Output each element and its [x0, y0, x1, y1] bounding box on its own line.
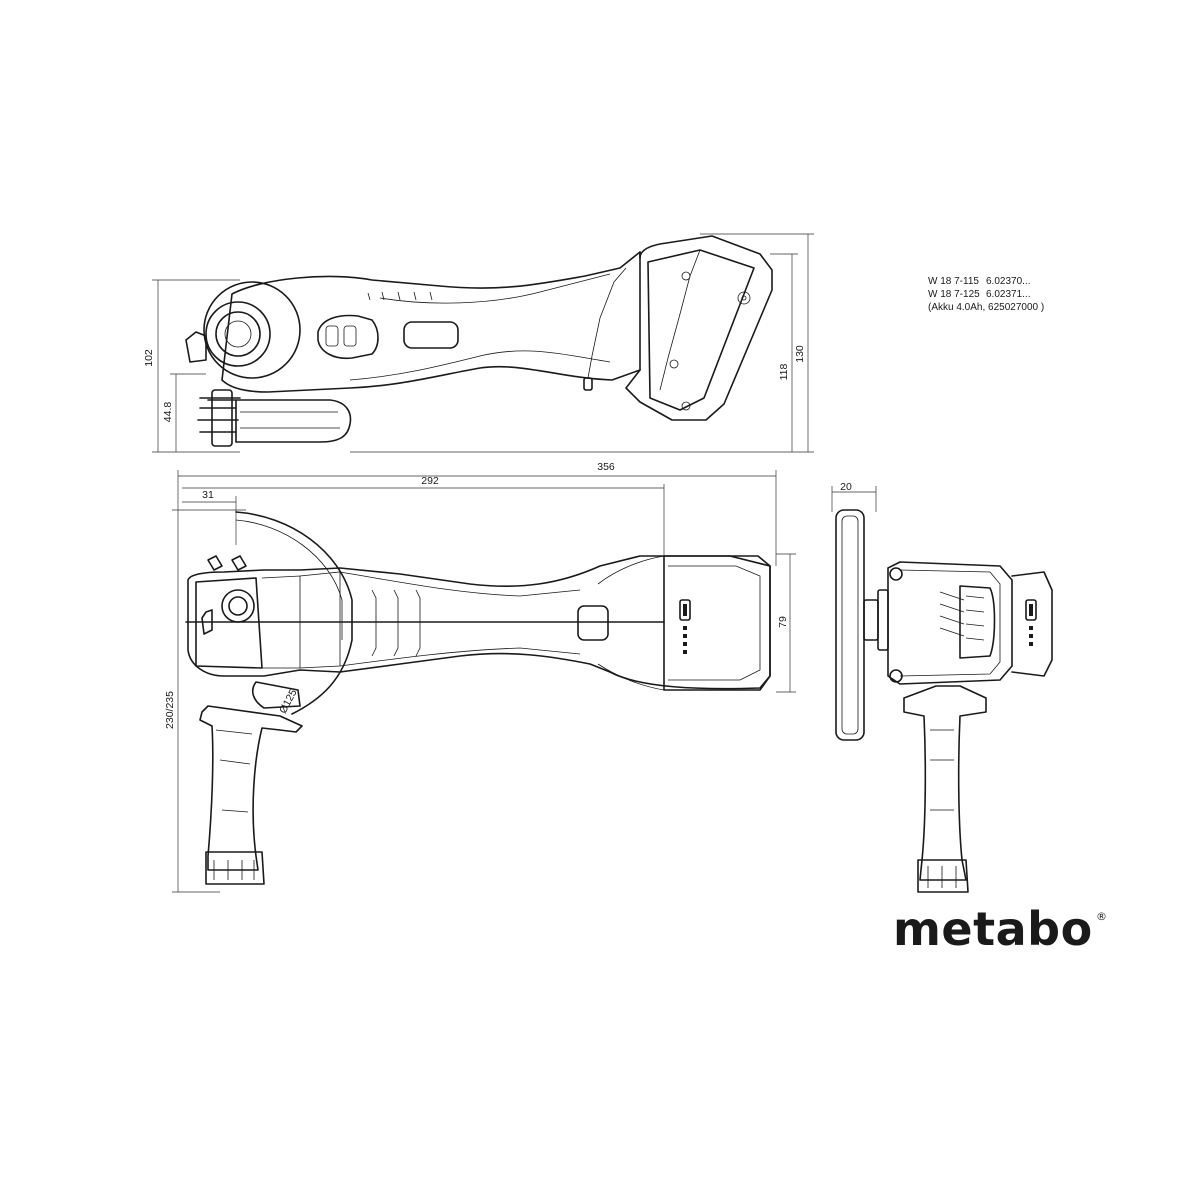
front-view: [831, 486, 1053, 893]
model-2-name: W 18 7-125: [928, 289, 980, 300]
registered-mark: ®: [1096, 910, 1107, 923]
metabo-logo: metabo: [893, 902, 1093, 956]
dimension-labels: 102 44.8 130 118 31 292 356 79 230/235 2…: [143, 345, 852, 729]
dim-top-total-length: 356: [597, 461, 615, 473]
dim-top-handle-length: 230/235: [164, 691, 176, 729]
side-view: [185, 235, 773, 447]
side-view-dimensions: [152, 233, 814, 453]
dim-top-length-to-battery: 292: [421, 475, 439, 487]
top-view: Ø125: [172, 470, 796, 893]
model-2-code: 6.02371...: [986, 289, 1030, 300]
dim-side-battery-height: 118: [778, 363, 790, 380]
dim-front-disc-width: 20: [840, 481, 852, 493]
model-info: W 18 7-115 6.02370... W 18 7-125 6.02371…: [928, 276, 1044, 313]
model-1-code: 6.02370...: [986, 276, 1030, 287]
dim-top-front-offset: 31: [202, 489, 214, 501]
dim-side-guard-height: 44.8: [162, 402, 174, 423]
dim-side-height: 102: [143, 349, 155, 367]
battery-note: (Akku 4.0Ah, 625027000 ): [928, 302, 1044, 313]
model-1-name: W 18 7-115: [928, 276, 979, 287]
dim-side-total-height: 130: [794, 345, 806, 363]
dim-top-width: 79: [777, 616, 789, 628]
